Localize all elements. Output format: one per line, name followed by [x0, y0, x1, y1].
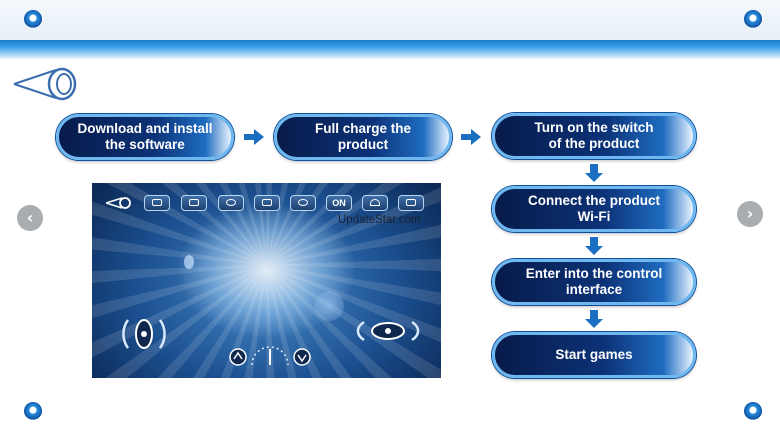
light-bubble: [314, 291, 344, 321]
watermark-text: UpdateStar.com: [338, 214, 421, 226]
cone-logo-icon: [106, 197, 131, 209]
top-header-band: [0, 0, 780, 42]
step-download-install: Download and install the software: [56, 114, 234, 160]
step-connect-wifi: Connect the product Wi-Fi: [492, 186, 696, 232]
eye-dot-icon: [744, 402, 762, 420]
eye-dot-icon: [24, 10, 42, 28]
battery-icon: [398, 195, 424, 211]
power-toggle: ON: [326, 195, 352, 211]
video-icon: [181, 195, 207, 211]
cone-back-icon[interactable]: [12, 66, 78, 102]
step-enter-control-interface: Enter into the control interface: [492, 259, 696, 305]
step-full-charge: Full charge the product: [274, 114, 452, 160]
arrow-right-icon: [244, 129, 264, 145]
gallery-icon: [218, 195, 244, 211]
camera-icon: [144, 195, 170, 211]
rotate-icon: [290, 195, 316, 211]
right-joystick-icon: [356, 320, 420, 342]
arrow-right-icon: [461, 129, 481, 145]
next-page-button[interactable]: ›: [737, 201, 763, 227]
step-turn-on-switch: Turn on the switch of the product: [492, 113, 696, 159]
arrow-down-icon: [585, 310, 603, 328]
arrow-down-icon: [585, 237, 603, 255]
prev-page-button[interactable]: ‹: [17, 205, 43, 231]
preview-toolbar: ON: [92, 191, 441, 215]
eye-dot-icon: [744, 10, 762, 28]
background-light-rays: [92, 183, 441, 378]
light-orb: [184, 255, 194, 269]
eye-dot-icon: [24, 402, 42, 420]
throttle-gauge-icon: [229, 346, 311, 366]
left-joystick-icon: [122, 319, 166, 349]
control-interface-preview: ON UpdateStar.com: [92, 183, 441, 378]
step-start-games: Start games: [492, 332, 696, 378]
arrow-down-icon: [585, 164, 603, 182]
gravity-icon: [254, 195, 280, 211]
header-stripe: [0, 40, 780, 60]
chevron-left-icon: ‹: [26, 208, 34, 227]
chevron-right-icon: ›: [746, 204, 754, 223]
wifi-icon: [362, 195, 388, 211]
